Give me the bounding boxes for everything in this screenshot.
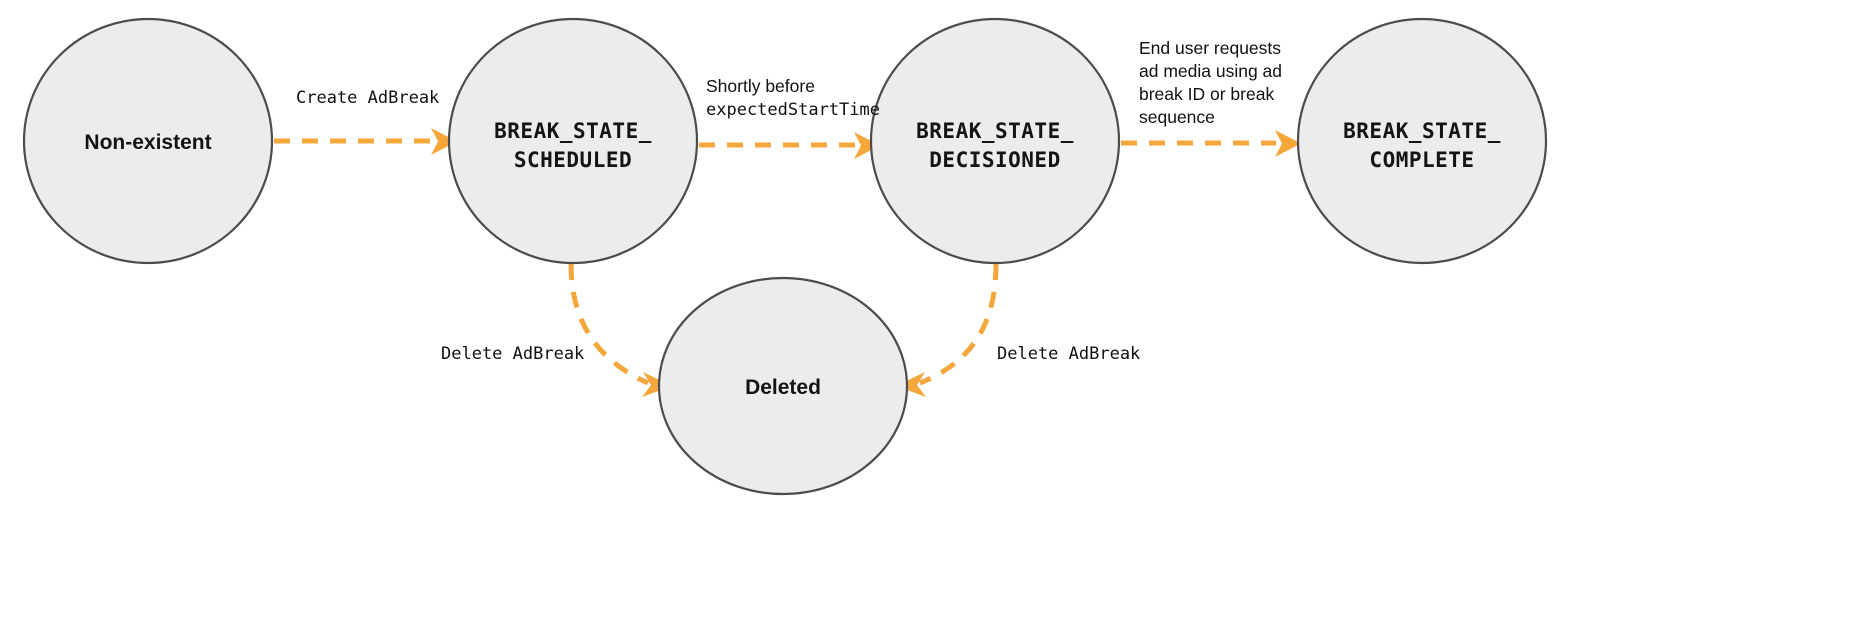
state-node-break-state-decisioned-shape [869, 17, 1121, 265]
edge-create-adbreak[interactable] [274, 128, 457, 155]
edge-delete-from-scheduled-line [568, 263, 650, 386]
edge-label-end-user-requests-line2: ad media using ad [1139, 61, 1282, 81]
state-node-break-state-complete[interactable]: BREAK_STATE_ COMPLETE [1296, 17, 1548, 265]
edge-shortly-before-arrowhead [854, 132, 880, 159]
edge-shortly-before[interactable] [699, 132, 880, 159]
state-node-break-state-decisioned[interactable]: BREAK_STATE_ DECISIONED [869, 17, 1121, 265]
edge-delete-from-decisioned-line [919, 263, 999, 386]
edge-label-end-user-requests-line4: sequence [1139, 107, 1215, 127]
state-node-deleted[interactable]: Deleted [657, 276, 909, 496]
state-node-break-state-decisioned-label-line2: DECISIONED [929, 148, 1060, 172]
edge-delete-from-decisioned[interactable] [896, 263, 999, 397]
state-node-break-state-scheduled-label-line1: BREAK_STATE_ [494, 119, 652, 143]
edge-label-end-user-requests-line3: break ID or break [1139, 84, 1274, 104]
state-node-break-state-complete-label-line2: COMPLETE [1369, 148, 1474, 172]
state-node-deleted-label: Deleted [745, 376, 821, 399]
edge-delete-from-decisioned-arrowhead [896, 372, 926, 397]
state-node-deleted-shape [657, 276, 909, 496]
edge-label-delete-from-decisioned: Delete AdBreak [997, 344, 1140, 364]
edge-delete-from-scheduled-arrowhead [642, 372, 672, 397]
state-node-non-existent-shape [22, 17, 274, 265]
edge-end-user-requests-arrowhead [1275, 130, 1301, 157]
state-node-non-existent-label: Non-existent [84, 131, 211, 154]
edge-delete-from-scheduled[interactable] [568, 263, 672, 397]
edge-label-shortly-before-line2: expectedStartTime [706, 100, 880, 120]
edge-end-user-requests[interactable] [1121, 130, 1301, 157]
edge-label-delete-from-scheduled: Delete AdBreak [441, 344, 584, 364]
state-node-non-existent[interactable]: Non-existent [22, 17, 274, 265]
edge-label-end-user-requests-line1: End user requests [1139, 38, 1281, 58]
state-node-break-state-scheduled-shape [447, 17, 699, 265]
edge-label-create-adbreak: Create AdBreak [296, 88, 439, 108]
state-node-break-state-decisioned-label-line1: BREAK_STATE_ [916, 119, 1074, 143]
edge-label-shortly-before-line1: Shortly before [706, 76, 815, 96]
state-node-break-state-scheduled-label-line2: SCHEDULED [514, 148, 632, 172]
edge-create-adbreak-arrowhead [431, 128, 457, 155]
state-node-break-state-complete-shape [1296, 17, 1548, 265]
state-node-break-state-scheduled[interactable]: BREAK_STATE_ SCHEDULED [447, 17, 699, 265]
state-node-break-state-complete-label-line1: BREAK_STATE_ [1343, 119, 1501, 143]
